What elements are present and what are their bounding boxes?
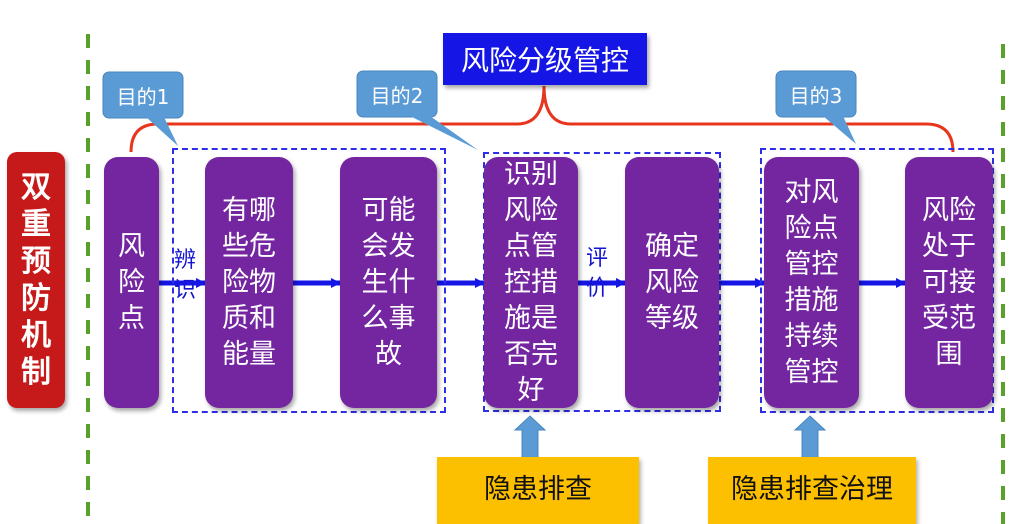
purpose-callout-3 (775, 70, 857, 144)
node-risk-point: 风险点 (104, 157, 159, 408)
purpose-label-1: 目的1 (116, 84, 170, 109)
purpose-label-3: 目的3 (789, 83, 843, 108)
scope-bracket (129, 85, 955, 153)
node-determine-level: 确定风险等级 (625, 157, 719, 408)
node-hazards: 有哪些危险物质和能量 (205, 157, 293, 408)
hidden-danger-inspection-box: 隐患排查 (437, 457, 639, 524)
group-control (760, 148, 994, 413)
node-continuous-control: 对风险点管控措施持续管控 (764, 157, 859, 408)
node-acceptable-range: 风险处于可接受范围 (905, 157, 993, 408)
step-label-identify: 辨识 (173, 248, 196, 303)
purpose-callout-1 (102, 71, 184, 146)
up-arrow-b1 (513, 415, 547, 459)
hidden-danger-governance-box: 隐患排查治理 (708, 457, 916, 524)
purpose-label-2: 目的2 (370, 83, 424, 108)
purpose-callout-2 (356, 70, 478, 150)
diagram-title: 风险分级管控 (443, 33, 647, 85)
step-label-evaluate: 评价 (585, 246, 608, 301)
dual-prevention-label: 双重预防机制 (7, 152, 65, 408)
node-possible-accidents: 可能会发生什么事故 (340, 157, 437, 408)
group-identification (172, 148, 446, 413)
up-arrow-b2 (793, 415, 827, 459)
node-identify-measures: 识别风险点管控措施是否完好 (484, 157, 578, 408)
